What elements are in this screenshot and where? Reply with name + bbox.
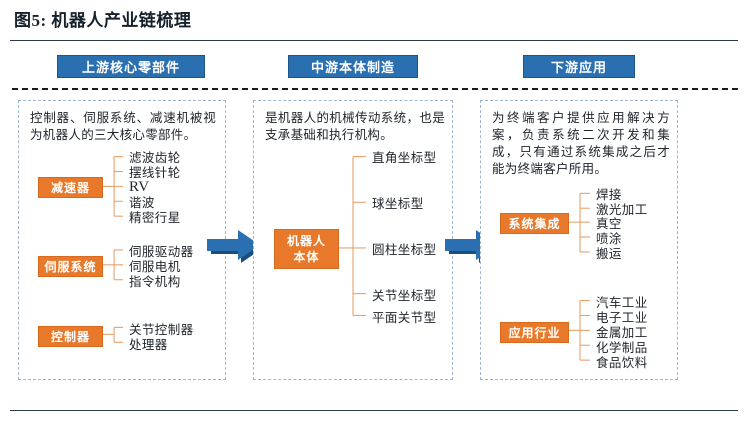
leaf-industry-2: 金属加工: [596, 326, 648, 340]
leaf-integration-1: 激光加工: [596, 203, 648, 217]
leaf-industry-0: 汽车工业: [596, 296, 648, 310]
leaf-integration-4: 搬运: [596, 247, 622, 261]
leaf-reducer-3: 谐波: [129, 196, 155, 210]
category-box-application-industry[interactable]: 应用行业: [500, 322, 569, 343]
main-dashed-divider: [12, 88, 738, 90]
leaf-reducer-4: 精密行星: [129, 211, 181, 225]
panel-downstream: 为终端客户提供应用解决方案，负责系统二次开发和集成，只有通过系统集成之后才能为终…: [480, 100, 678, 380]
panel-downstream-intro: 为终端客户提供应用解决方案，负责系统二次开发和集成，只有通过系统集成之后才能为终…: [492, 111, 670, 176]
leaf-industry-1: 电子工业: [596, 311, 648, 325]
leaf-integration-3: 喷涂: [596, 232, 622, 246]
leaf-industry-4: 食品饮料: [596, 356, 648, 370]
panel-upstream-intro: 控制器、伺服系统、减速机被视为机器人的三大核心零部件。: [30, 111, 216, 142]
title-divider-rule: [10, 40, 738, 41]
leaf-industry-3: 化学制品: [596, 341, 648, 355]
leaf-body-1: 球坐标型: [372, 197, 424, 211]
category-box-reducer[interactable]: 减速器: [38, 177, 103, 198]
leaf-integration-0: 焊接: [596, 188, 622, 202]
category-box-servo-system[interactable]: 伺服系统: [38, 256, 103, 277]
category-box-robot-body-line2: 本体: [293, 250, 320, 264]
panel-midstream: 是机器人的机械传动系统，也是支承基础和执行机构。 机器人 本体 直角坐标型 球坐…: [253, 100, 453, 380]
bottom-divider-rule: [10, 410, 738, 411]
leaf-reducer-1: 摆线针轮: [129, 166, 181, 180]
category-box-system-integration[interactable]: 系统集成: [500, 213, 569, 234]
leaf-reducer-2: RV: [129, 179, 150, 195]
category-box-robot-body-line1: 机器人: [286, 234, 326, 248]
leaf-controller-0: 关节控制器: [129, 323, 194, 337]
category-box-robot-body[interactable]: 机器人 本体: [274, 229, 339, 269]
leaf-body-2: 圆柱坐标型: [372, 243, 437, 257]
leaf-body-3: 关节坐标型: [372, 289, 437, 303]
category-box-controller[interactable]: 控制器: [38, 326, 103, 347]
leaf-body-4: 平面关节型: [372, 311, 437, 325]
leaf-body-0: 直角坐标型: [372, 151, 437, 165]
leaf-integration-2: 真空: [596, 217, 622, 231]
arrow-upstream-to-midstream: [205, 228, 267, 266]
leaf-servo-1: 伺服电机: [129, 260, 181, 274]
leaf-controller-1: 处理器: [129, 338, 168, 352]
leaf-servo-2: 指令机构: [129, 275, 181, 289]
stage-header-downstream: 下游应用: [523, 55, 635, 78]
stage-header-upstream: 上游核心零部件: [57, 55, 205, 78]
leaf-servo-0: 伺服驱动器: [129, 245, 194, 259]
stage-header-midstream: 中游本体制造: [288, 55, 418, 78]
panel-upstream: 控制器、伺服系统、减速机被视为机器人的三大核心零部件。 减速器 滤波齿轮 摆线针…: [18, 100, 226, 380]
panel-midstream-intro: 是机器人的机械传动系统，也是支承基础和执行机构。: [265, 111, 445, 142]
leaf-reducer-0: 滤波齿轮: [129, 151, 181, 165]
page-title: 图5: 机器人产业链梳理: [14, 11, 192, 30]
